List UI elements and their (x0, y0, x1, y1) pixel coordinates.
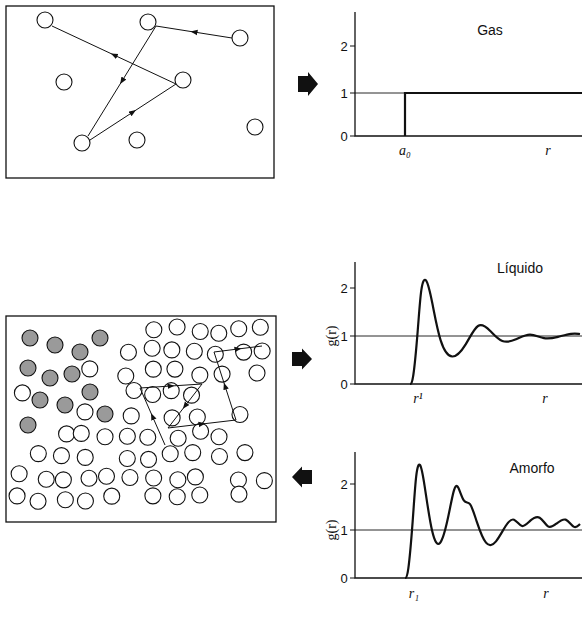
tick-label: 2 (340, 40, 347, 53)
tick-label: 0 (340, 378, 347, 391)
block-arrow (298, 72, 318, 96)
axis-label: r (542, 392, 547, 406)
axis-label: a₀ (399, 144, 411, 158)
trajectory (52, 26, 176, 140)
gas-plot (350, 12, 582, 136)
plot-title: Líquido (497, 261, 543, 275)
trajectory (140, 346, 262, 445)
tick-label: 1 (340, 330, 347, 343)
gas-particle (37, 12, 263, 151)
block-arrow (292, 349, 312, 370)
axis-label: r (543, 587, 548, 601)
liquid-box (6, 316, 276, 522)
tick-label: 2 (340, 478, 347, 491)
tick-label: 1 (340, 524, 347, 537)
gas-box (6, 6, 274, 178)
block-arrow (292, 467, 312, 488)
cluster-particle (20, 330, 113, 433)
amorphous-plot (350, 452, 582, 578)
tick-label: 0 (340, 572, 347, 585)
tick-label: 1 (340, 87, 347, 100)
tick-label: 0 (340, 130, 347, 143)
liquid-particle (9, 319, 272, 509)
plot-title: Amorfo (509, 461, 554, 475)
trajectory (88, 26, 232, 136)
plot-title: Gas (477, 23, 503, 37)
axis-label: r (545, 144, 550, 158)
liquid-plot (350, 262, 582, 384)
tick-label: 2 (340, 282, 347, 295)
axis-title: g(r) (325, 520, 339, 541)
axis-title: g(r) (325, 326, 339, 347)
axis-label: r₁ (409, 587, 419, 601)
axis-label: r¹ (413, 392, 423, 406)
